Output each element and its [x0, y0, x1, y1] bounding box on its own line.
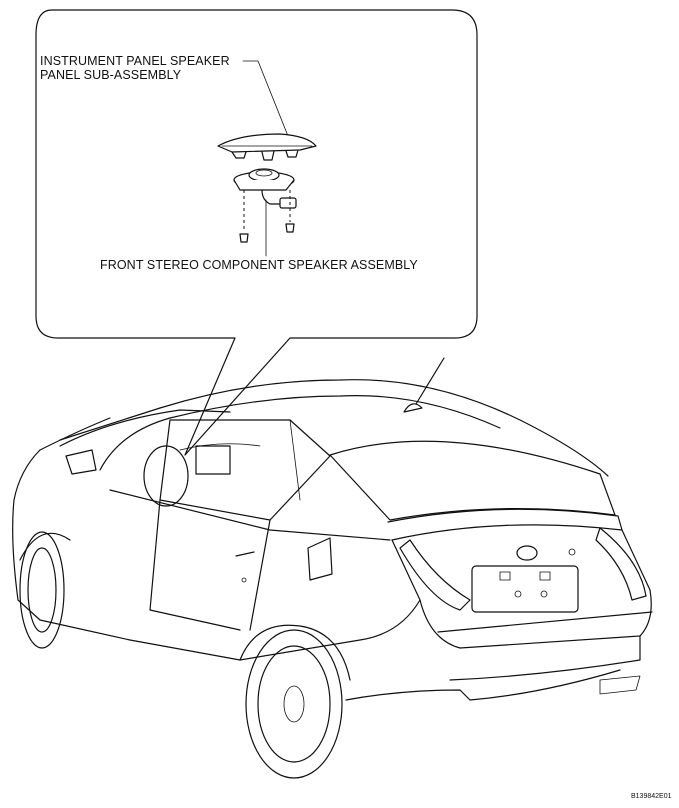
instrument-panel-label-line-1: INSTRUMENT PANEL SPEAKER — [40, 54, 230, 68]
antenna — [403, 357, 445, 413]
speaker-assembly-part — [233, 168, 297, 257]
callout-box — [35, 9, 478, 456]
vehicle-illustration — [12, 379, 653, 779]
speaker-panel-part — [217, 133, 317, 161]
panel-leader-line — [242, 60, 289, 137]
front-speaker-label: FRONT STEREO COMPONENT SPEAKER ASSEMBLY — [100, 258, 418, 272]
instrument-panel-label-line-2: PANEL SUB-ASSEMBLY — [40, 68, 182, 82]
figure-code: B139842E01 — [631, 793, 672, 800]
